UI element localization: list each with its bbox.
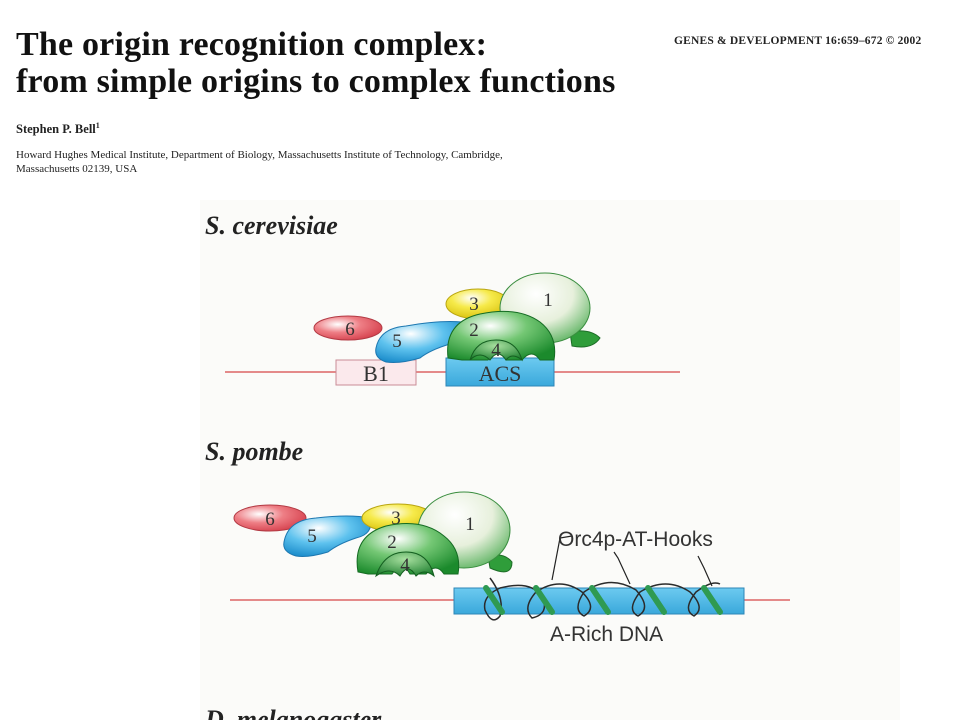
at-hook-1 bbox=[483, 585, 505, 615]
species-label-melanogaster: D. melanogaster bbox=[204, 705, 382, 720]
title-line-2: from simple origins to complex functions bbox=[16, 63, 616, 100]
orc5-subunit-pombe bbox=[283, 515, 372, 557]
orc-complex-cerevisiae: 6 5 3 1 2 4 bbox=[313, 272, 601, 363]
orc4-subunit-pombe bbox=[375, 551, 435, 578]
hook-leader-2 bbox=[613, 551, 631, 585]
at-hook-3 bbox=[589, 585, 611, 615]
orc4-subunit-cerevisiae bbox=[469, 339, 523, 362]
orc2-number-pombe: 2 bbox=[387, 532, 397, 553]
orc3-number-cerevisiae: 3 bbox=[469, 294, 479, 315]
orc6-number-pombe: 6 bbox=[265, 509, 275, 530]
author-superscript: 1 bbox=[95, 121, 100, 130]
orc6-number-cerevisiae: 6 bbox=[345, 319, 355, 340]
species-label-cerevisiae: S. cerevisiae bbox=[205, 211, 338, 240]
orc2-number-cerevisiae: 2 bbox=[469, 320, 479, 341]
title-line-1: The origin recognition complex: bbox=[16, 26, 488, 63]
orc-figure: S. cerevisiae B1 ACS 6 5 3 1 2 4 S. pomb… bbox=[200, 200, 900, 720]
at-hooks-label: Orc4p-AT-Hooks bbox=[558, 528, 713, 551]
a-rich-dna-label: A-Rich DNA bbox=[550, 623, 663, 646]
acs-label: ACS bbox=[479, 361, 522, 386]
orc6-subunit-pombe bbox=[233, 504, 307, 532]
journal-citation: GENES & DEVELOPMENT 16:659–672 © 2002 bbox=[674, 35, 922, 47]
hook-leader-3 bbox=[697, 555, 713, 587]
at-hook-5 bbox=[701, 585, 723, 615]
at-hook-strand bbox=[483, 577, 723, 621]
acs-box bbox=[445, 357, 555, 387]
at-hook-2 bbox=[533, 585, 555, 615]
b1-box bbox=[335, 359, 417, 386]
orc2-subunit-cerevisiae bbox=[447, 310, 556, 361]
at-hook-4 bbox=[645, 585, 667, 615]
orc5-number-cerevisiae: 5 bbox=[392, 331, 402, 352]
orc1-number-pombe: 1 bbox=[465, 514, 475, 535]
orc-figure-svg: S. cerevisiae B1 ACS 6 5 3 1 2 4 S. pomb… bbox=[204, 211, 790, 720]
affiliation-line-1: Howard Hughes Medical Institute, Departm… bbox=[16, 149, 503, 161]
b1-label: B1 bbox=[363, 361, 389, 386]
hook-leader-lines bbox=[551, 535, 713, 587]
orc4-number-cerevisiae: 4 bbox=[491, 340, 501, 361]
orc4-number-pombe: 4 bbox=[400, 555, 410, 576]
hook-leader-1 bbox=[551, 535, 573, 581]
author-affiliation: Howard Hughes Medical Institute, Departm… bbox=[16, 148, 616, 176]
affiliation-line-2: Massachusetts 02139, USA bbox=[16, 163, 138, 175]
orc1-number-cerevisiae: 1 bbox=[543, 290, 553, 311]
paper-title: The origin recognition complex: from sim… bbox=[16, 26, 616, 100]
author-name: Stephen P. Bell1 bbox=[16, 121, 100, 137]
author-text: Stephen P. Bell bbox=[16, 122, 96, 137]
orc5-number-pombe: 5 bbox=[307, 526, 317, 547]
orc3-number-pombe: 3 bbox=[391, 508, 401, 529]
orc-complex-pombe: 6 5 3 1 2 4 bbox=[233, 491, 513, 578]
orc2-subunit-pombe bbox=[356, 523, 460, 575]
species-label-pombe: S. pombe bbox=[205, 437, 303, 466]
orc6-subunit-cerevisiae bbox=[313, 315, 383, 341]
